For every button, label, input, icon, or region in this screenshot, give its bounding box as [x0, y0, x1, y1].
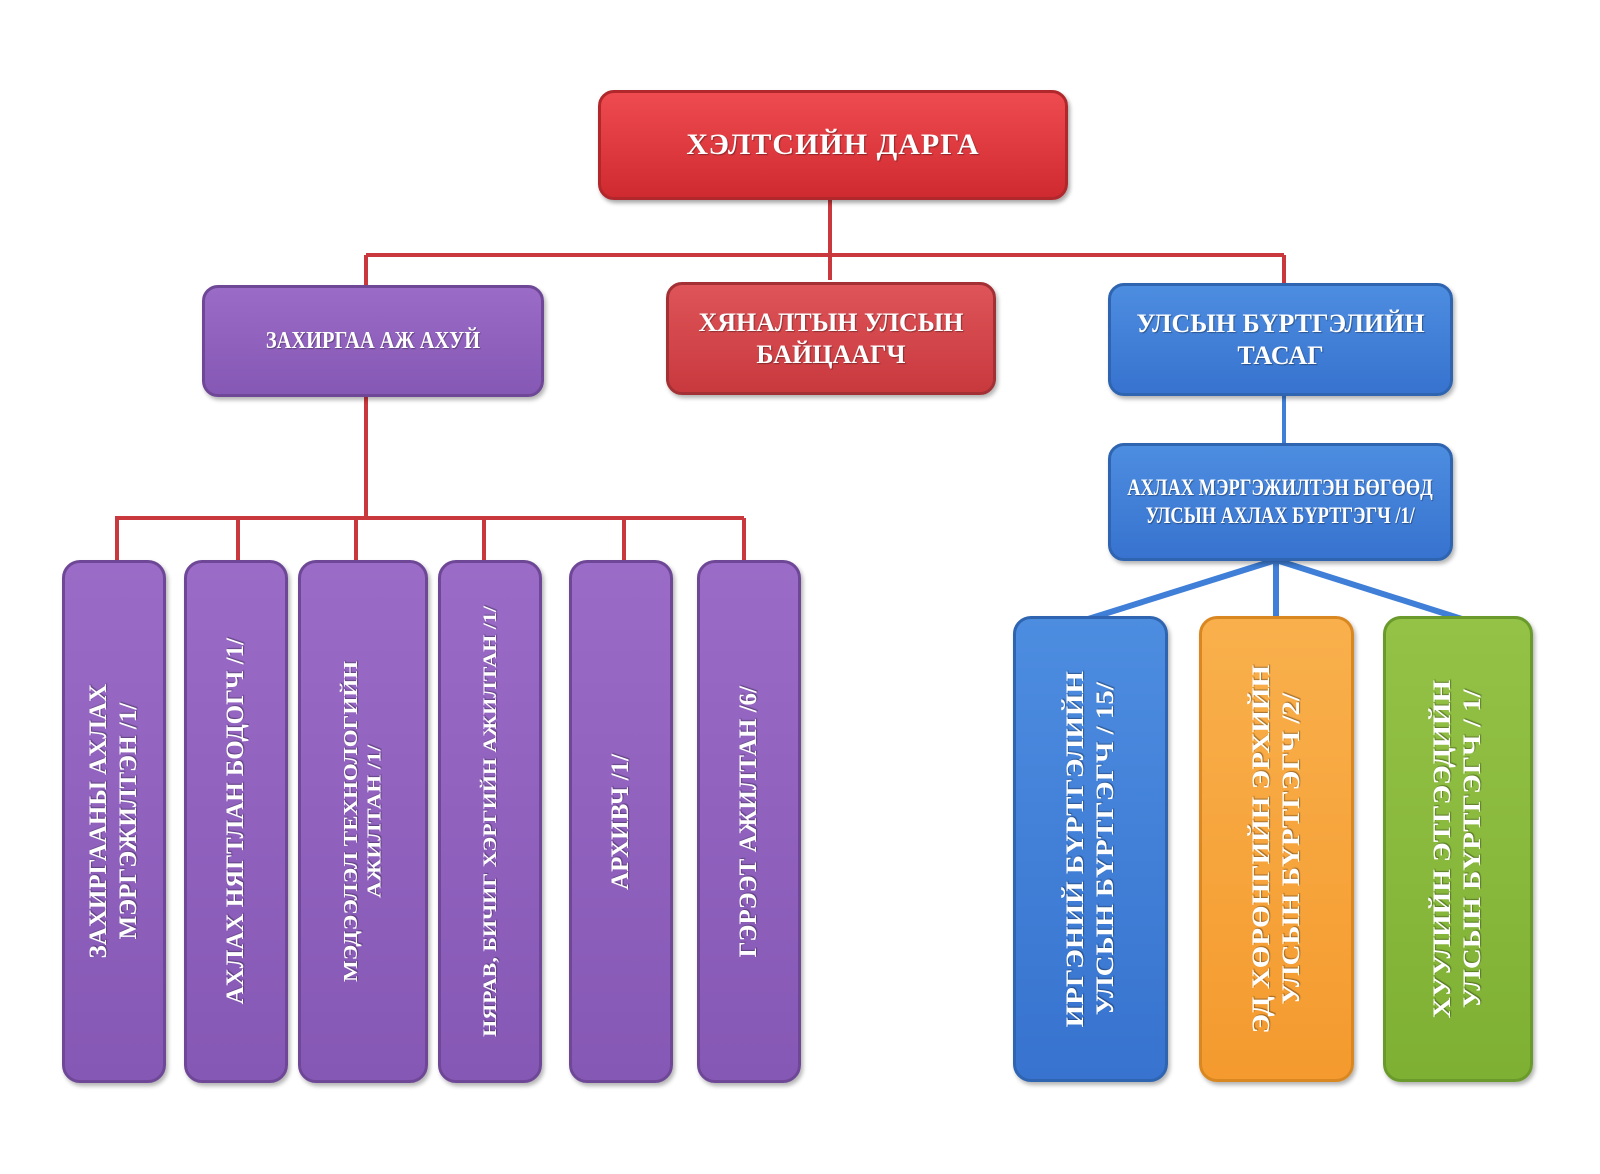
registrar-civil: ИРГЭНИЙ БҮРТГЭЛИЙН УЛСЫН БҮРТГЭГЧ / 15/ [1013, 616, 1168, 1082]
senior-specialist-box: АХЛАХ МЭРГЭЖИЛТЭН БӨГӨӨД УЛСЫН АХЛАХ БҮР… [1108, 443, 1453, 561]
admin-staff-3: МЭДЭЭЛЭЛ ТЕХНОЛОГИЙН АЖИЛТАН /1/ [298, 560, 428, 1083]
admin-staff-6: ГЭРЭЭТ АЖИЛТАН /6/ [697, 560, 801, 1083]
registrar-property-label: ЭД ХӨРӨНГИЙН ЭРХИЙН УЛСЫН БҮРТГЭГЧ /2/ [1247, 664, 1305, 1034]
senior-specialist-line1: АХЛАХ МЭРГЭЖИЛТЭН БӨГӨӨД [1127, 475, 1434, 501]
registration-label-line1: УЛСЫН БҮРТГЭЛИЙН [1136, 309, 1425, 339]
registration-box: УЛСЫН БҮРТГЭЛИЙН ТАСАГ [1108, 283, 1453, 396]
admin-box: ЗАХИРГАА АЖ АХУЙ [202, 285, 544, 397]
admin-staff-2-label: АХЛАХ НЯГТЛАН БОДОГЧ /1/ [222, 638, 249, 1005]
inspector-label-line2: БАЙЦААГЧ [756, 339, 906, 369]
registrar-legal-entity: ХУУЛИЙН ЭТГЭЭДИЙН УЛСЫН БҮРТГЭГЧ / 1/ [1383, 616, 1533, 1082]
admin-staff-2: АХЛАХ НЯГТЛАН БОДОГЧ /1/ [184, 560, 288, 1083]
inspector-box: ХЯНАЛТЫН УЛСЫН БАЙЦААГЧ [666, 282, 996, 395]
admin-staff-4: НЯРАВ, БИЧИГ ХЭРГИЙН АЖИЛТАН /1/ [438, 560, 542, 1083]
admin-staff-5-label: АРХИВЧ /1/ [607, 753, 634, 890]
admin-staff-6-label: ГЭРЭЭТ АЖИЛТАН /6/ [735, 685, 762, 958]
inspector-label-line1: ХЯНАЛТЫН УЛСЫН [698, 308, 964, 338]
admin-staff-4-label: НЯРАВ, БИЧИГ ХЭРГИЙН АЖИЛТАН /1/ [478, 606, 501, 1037]
registrar-property: ЭД ХӨРӨНГИЙН ЭРХИЙН УЛСЫН БҮРТГЭГЧ /2/ [1199, 616, 1354, 1082]
admin-staff-3-label: МЭДЭЭЛЭЛ ТЕХНОЛОГИЙН АЖИЛТАН /1/ [340, 661, 386, 982]
admin-staff-1-label: ЗАХИРГААНЫ АХЛАХ МЭРГЭЖИЛТЭН /1/ [85, 684, 142, 959]
head-box: ХЭЛТСИЙН ДАРГА [598, 90, 1068, 200]
head-label: ХЭЛТСИЙН ДАРГА [686, 128, 980, 161]
registrar-civil-label: ИРГЭНИЙ БҮРТГЭЛИЙН УЛСЫН БҮРТГЭГЧ / 15/ [1061, 670, 1119, 1028]
connector-registrar-1 [1084, 557, 1277, 623]
admin-staff-5: АРХИВЧ /1/ [569, 560, 673, 1083]
admin-staff-1: ЗАХИРГААНЫ АХЛАХ МЭРГЭЖИЛТЭН /1/ [62, 560, 166, 1083]
admin-label: ЗАХИРГАА АЖ АХУЙ [265, 327, 481, 354]
registration-label-line2: ТАСАГ [1237, 340, 1324, 370]
registrar-legal-entity-label: ХУУЛИЙН ЭТГЭЭДИЙН УЛСЫН БҮРТГЭГЧ / 1/ [1428, 679, 1487, 1019]
connector-registrar-3 [1275, 557, 1466, 623]
senior-specialist-line2: УЛСЫН АХЛАХ БҮРТГЭГЧ /1/ [1145, 503, 1416, 528]
